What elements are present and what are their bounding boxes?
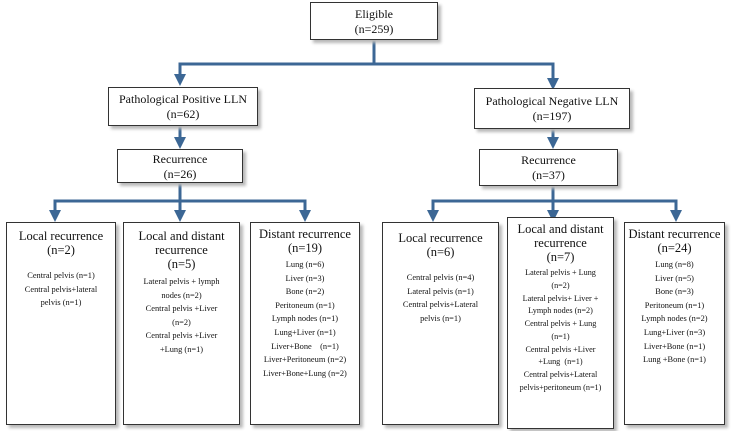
list-item: Lateral pelvis+ Liver + [522, 293, 599, 303]
list-item: pelvis (n=1) [420, 313, 461, 323]
positive-local-distant-label-2: recurrence [155, 243, 208, 257]
list-item: Lung+Liver (n=3) [643, 327, 706, 337]
list-item: Lymph nodes (n=1) [271, 314, 339, 324]
list-item: Liver (n=5) [655, 273, 694, 283]
eligible-count: (n=259) [354, 22, 394, 36]
negative-lln-box: Pathological Negative LLN (n=197) [474, 88, 630, 129]
positive-local-distant-box: Local and distant recurrence (n=5) Later… [123, 222, 240, 425]
eligible-box: Eligible (n=259) [310, 2, 438, 40]
positive-recurrence-count: (n=26) [163, 167, 197, 181]
negative-lln-count: (n=197) [532, 109, 572, 123]
negative-local-distant-label-2: recurrence [534, 236, 587, 250]
positive-recurrence-label: Recurrence [152, 152, 208, 166]
positive-distant-label: Distant recurrence [259, 227, 351, 241]
negative-lln-label: Pathological Negative LLN [485, 94, 619, 108]
list-item: Lymph nodes (n=2) [528, 306, 593, 316]
list-item: Central pelvis +Liver [145, 331, 218, 341]
list-item: Central pelvis + Lung [524, 319, 597, 329]
list-item: pelvis (n=1) [40, 298, 82, 308]
list-item: Lateral pelvis (n=1) [407, 286, 474, 296]
negative-local-box: Local recurrence (n=6) Central pelvis (n… [382, 222, 499, 425]
list-item: +Lung (n=1) [159, 344, 204, 354]
negative-recurrence-label: Recurrence [521, 153, 576, 167]
list-item: Peritoneum (n=1) [275, 300, 335, 310]
list-item: Bone (n=3) [655, 287, 694, 297]
list-item: Central pelvis+Lateral [523, 370, 598, 380]
negative-local-label: Local recurrence [398, 231, 483, 245]
list-item: Lateral pelvis + Lung [525, 268, 596, 277]
list-item: Lung+Liver (n=1) [274, 327, 336, 337]
list-item: Central pelvis +Liver [525, 344, 596, 354]
list-item: (n=1) [551, 331, 570, 341]
negative-local-distant-label: Local and distant [517, 222, 604, 236]
positive-local-box: Local recurrence (n=2) Central pelvis (n… [6, 222, 116, 425]
list-item: (n=2) [172, 317, 191, 327]
list-item: (n=2) [551, 280, 570, 290]
positive-local-distant-count: (n=5) [167, 257, 196, 271]
list-item: Central pelvis (n=4) [406, 273, 475, 282]
list-item: Liver+Peritoneum (n=2) [263, 355, 347, 365]
positive-lln-count: (n=62) [166, 107, 200, 121]
positive-local-label: Local recurrence [18, 229, 104, 243]
list-item: Liver+Bone+Lung (n=2) [263, 368, 347, 378]
list-item: pelvis+peritoneum (n=1) [519, 383, 602, 393]
list-item: Peritoneum (n=1) [644, 300, 705, 310]
list-item: Liver (n=3) [285, 273, 325, 283]
positive-distant-box: Distant recurrence (n=19) Lung (n=6) Liv… [250, 222, 360, 425]
positive-lln-box: Pathological Positive LLN (n=62) [108, 87, 258, 126]
negative-local-count: (n=6) [426, 245, 455, 259]
list-item: Lung (n=6) [285, 260, 325, 269]
negative-distant-label: Distant recurrence [628, 227, 721, 241]
list-item: Lymph nodes (n=2) [641, 314, 708, 324]
positive-distant-count: (n=19) [287, 241, 323, 255]
negative-recurrence-box: Recurrence (n=37) [479, 149, 618, 186]
list-item: Central pelvis (n=1) [27, 271, 95, 280]
positive-lln-label: Pathological Positive LLN [119, 92, 247, 106]
negative-local-distant-box: Local and distant recurrence (n=7) Later… [507, 217, 614, 429]
list-item: Lung +Bone (n=1) [643, 355, 706, 365]
list-item: Lung (n=8) [655, 260, 694, 269]
list-item: Central pelvis +Liver [145, 304, 218, 314]
positive-local-distant-label: Local and distant [138, 229, 225, 243]
list-item: Liver+Bone (n=1) [643, 341, 706, 351]
negative-distant-count: (n=24) [657, 241, 692, 255]
list-item: Liver+Bone (n=1) [271, 341, 339, 351]
negative-recurrence-count: (n=37) [532, 168, 565, 182]
list-item: +Lung (n=1) [538, 357, 583, 367]
negative-local-distant-count: (n=7) [546, 250, 575, 264]
list-item: Central pelvis+Lateral [402, 300, 479, 310]
list-item: Bone (n=2) [285, 287, 325, 297]
list-item: Lateral pelvis + lymph [143, 277, 220, 286]
eligible-label: Eligible [355, 7, 393, 21]
list-item: nodes (n=2) [161, 290, 202, 300]
list-item: Central pelvis+lateral [24, 284, 98, 294]
negative-distant-box: Distant recurrence (n=24) Lung (n=8) Liv… [624, 222, 725, 425]
positive-recurrence-box: Recurrence (n=26) [117, 149, 243, 183]
positive-local-count: (n=2) [47, 243, 75, 257]
